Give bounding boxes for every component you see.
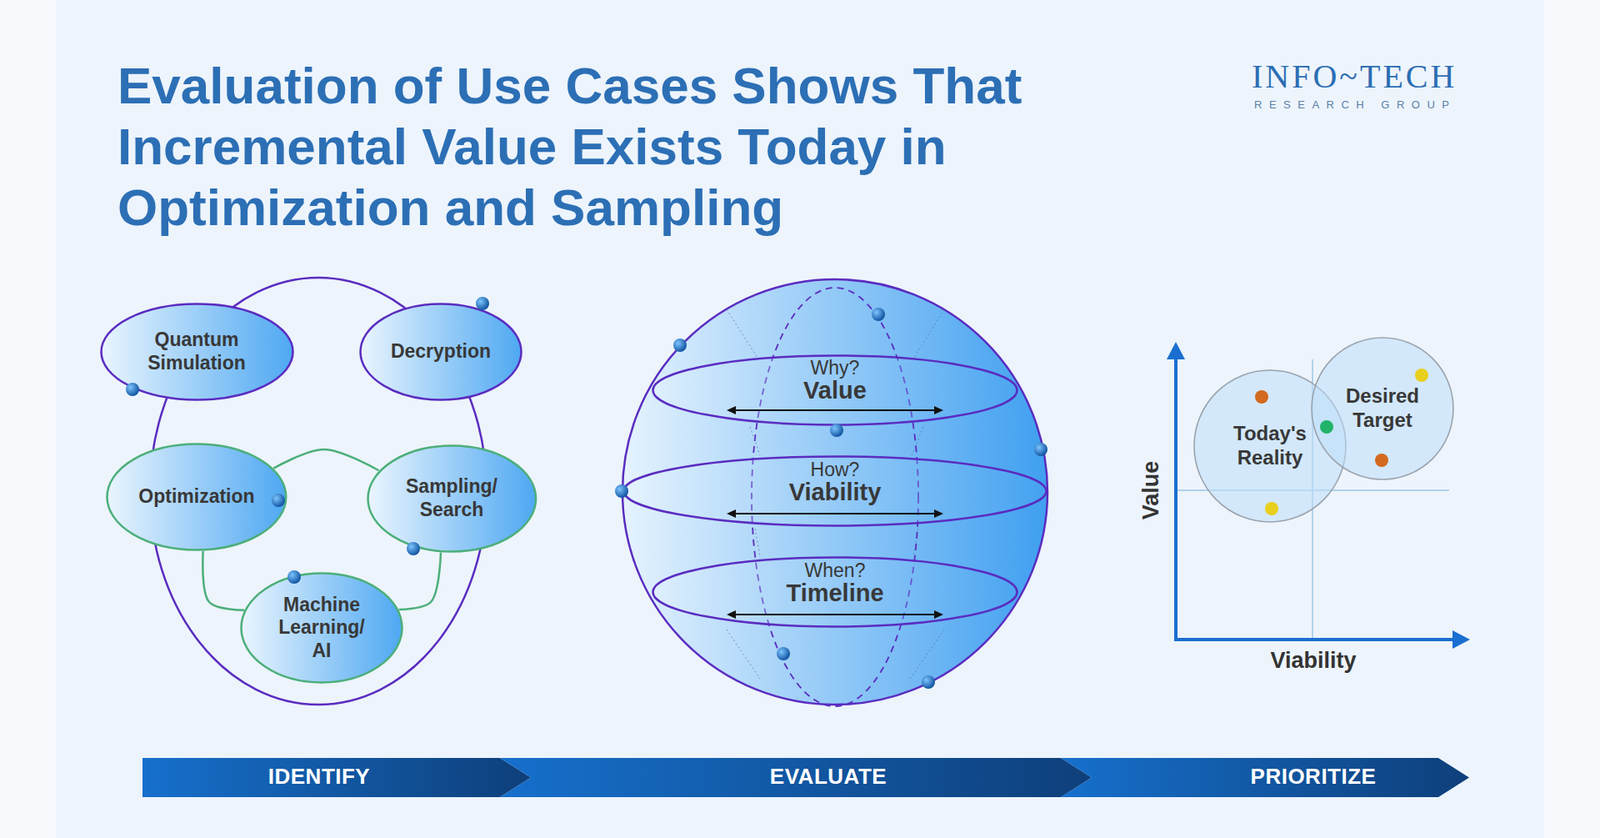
ellipse-shape — [360, 304, 522, 400]
band-heading: Value — [803, 377, 867, 403]
arrowhead — [726, 610, 736, 619]
dot — [921, 675, 935, 689]
double-arrow — [726, 610, 944, 619]
dot — [871, 307, 885, 321]
arrowhead — [934, 405, 944, 415]
ellipse-shape — [241, 573, 403, 683]
connector-arc — [273, 449, 379, 470]
dot — [1034, 442, 1048, 456]
dot — [271, 493, 285, 507]
grid-line — [750, 426, 760, 455]
band-ellipse — [653, 355, 1018, 425]
yellow-dot — [1415, 368, 1429, 382]
ellipse-shape — [367, 445, 536, 552]
evaluation-band: Why?Value — [651, 354, 1019, 426]
arrowhead — [726, 509, 736, 518]
arrowhead — [934, 610, 944, 619]
logo-wordmark: INFO~TECH — [1251, 56, 1457, 96]
node-label: Optimization — [138, 485, 255, 509]
logo-subtitle: RESEARCH GROUP — [1254, 98, 1457, 111]
arrow-shaft — [731, 409, 939, 411]
dot — [776, 646, 790, 660]
chevron-shape — [142, 757, 531, 797]
use-case-ellipse: Machine Learning/ AI — [240, 571, 404, 684]
phase-chevron: PRIORITIZE — [1060, 757, 1470, 797]
phase-chevron: IDENTIFY — [142, 757, 531, 797]
orange-dot — [1255, 390, 1269, 404]
sphere — [622, 279, 1048, 705]
dot — [125, 382, 140, 396]
arrowhead — [934, 509, 944, 518]
node-label: Quantum Simulation — [134, 328, 260, 375]
connector-arc — [399, 551, 441, 610]
chevron-shape — [1060, 757, 1470, 797]
evaluation-band: How?Viability — [622, 455, 1048, 527]
arrow-shaft — [731, 512, 939, 515]
phase-chevron: EVALUATE — [500, 757, 1092, 797]
orange-dot — [1375, 453, 1389, 467]
circle-shape — [1311, 337, 1454, 480]
ellipse-shape — [107, 444, 287, 550]
grid-line — [910, 629, 945, 679]
dot — [406, 541, 420, 555]
node-label: Sampling/ Search — [397, 475, 506, 521]
grid-line — [755, 528, 760, 556]
arrowhead — [726, 405, 736, 415]
green-dot — [1320, 420, 1334, 434]
band-question: How? — [810, 459, 860, 480]
use-case-ellipse: Quantum Simulation — [100, 302, 295, 401]
grid-line — [913, 528, 919, 556]
ellipse-shape — [100, 304, 293, 400]
node-label: Today's Reality — [1215, 421, 1325, 470]
band-ellipse — [653, 557, 1018, 627]
evaluation-band: When?Timeline — [651, 555, 1019, 628]
dot — [830, 423, 844, 437]
node-label: IDENTIFY — [268, 763, 370, 790]
grid-line — [726, 629, 760, 679]
node-label: Decryption — [390, 340, 491, 364]
use-case-ellipse: Decryption — [359, 302, 523, 401]
dot — [287, 570, 301, 584]
double-arrow — [726, 405, 944, 415]
arrow-shaft — [731, 613, 939, 615]
band-question: Why? — [810, 357, 860, 378]
node-label: PRIORITIZE — [1250, 763, 1377, 790]
grid-line — [911, 426, 924, 455]
grid-line — [914, 309, 945, 358]
axis-label: Viability — [1270, 647, 1356, 674]
chevron-shape — [500, 757, 1092, 797]
axis-arrowhead — [1452, 630, 1470, 649]
dot — [615, 484, 629, 498]
title: Evaluation of Use Cases Shows That Incre… — [117, 55, 1235, 238]
y-axis — [1174, 355, 1178, 641]
blue-dots — [125, 296, 1048, 689]
double-arrow — [726, 509, 944, 518]
x-axis — [1174, 637, 1455, 641]
node-label: EVALUATE — [770, 763, 887, 790]
node-label: Machine Learning/ AI — [271, 593, 372, 663]
band-heading: Timeline — [785, 580, 884, 605]
use-case-ellipse: Optimization — [105, 442, 288, 551]
axis-label: Value — [1138, 460, 1165, 520]
axis-arrowhead — [1166, 341, 1185, 360]
use-case-ellipse: Sampling/ Search — [366, 444, 538, 553]
dot — [475, 296, 490, 310]
band-question: When? — [805, 560, 866, 580]
band-ellipse — [624, 456, 1047, 526]
grid-line — [726, 309, 758, 358]
target-circle: Desired Target — [1310, 336, 1455, 480]
dot — [673, 338, 687, 352]
connector-arc — [202, 550, 245, 610]
yellow-dot — [1265, 501, 1279, 515]
node-label: Desired Target — [1332, 384, 1433, 433]
band-heading: Viability — [789, 479, 882, 505]
